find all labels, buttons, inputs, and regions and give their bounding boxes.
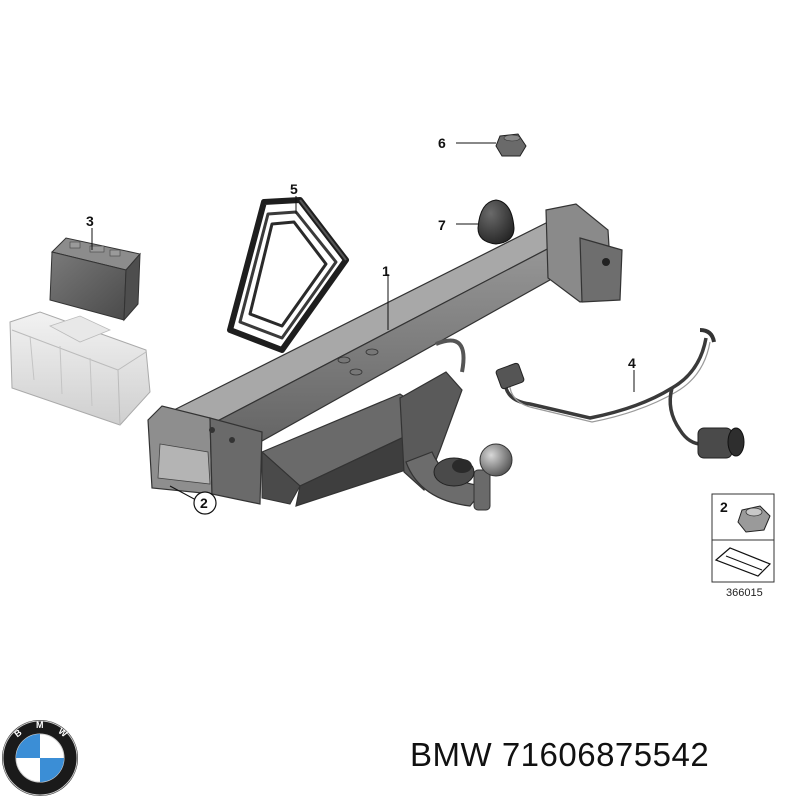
callout-3: 3: [86, 213, 94, 229]
tow-bar-beam-part: [147, 203, 623, 511]
mounting-bracket-icon: [714, 547, 772, 577]
wiring-harness-part: [495, 328, 745, 459]
callout-7: 7: [438, 217, 446, 233]
bmw-logo: B M W: [2, 720, 78, 796]
leader-lines: [91, 142, 635, 501]
callout-6: 6: [438, 135, 446, 151]
diagram-code: 366015: [726, 587, 763, 599]
module-tray-part: [9, 311, 151, 426]
clip-part: [495, 133, 527, 157]
svg-text:M: M: [36, 720, 44, 730]
callout-2: 2: [200, 495, 208, 511]
callout-1: 1: [382, 263, 390, 279]
callout-4: 4: [628, 355, 636, 371]
legend-part-number: 2: [720, 499, 728, 515]
rubber-seal-part: [227, 197, 349, 353]
ball-cover-cap-part: [477, 199, 515, 245]
svg-text:B: B: [12, 727, 24, 739]
brand-caption: BMW 71606875542: [410, 736, 710, 773]
legend-box: 2 366015: [711, 493, 775, 599]
control-module-part: [49, 237, 141, 322]
callout-5: 5: [290, 181, 298, 197]
callout-2-circle: 2: [193, 491, 217, 515]
hex-nut-icon: [737, 505, 771, 533]
harness-connector: [697, 427, 745, 459]
